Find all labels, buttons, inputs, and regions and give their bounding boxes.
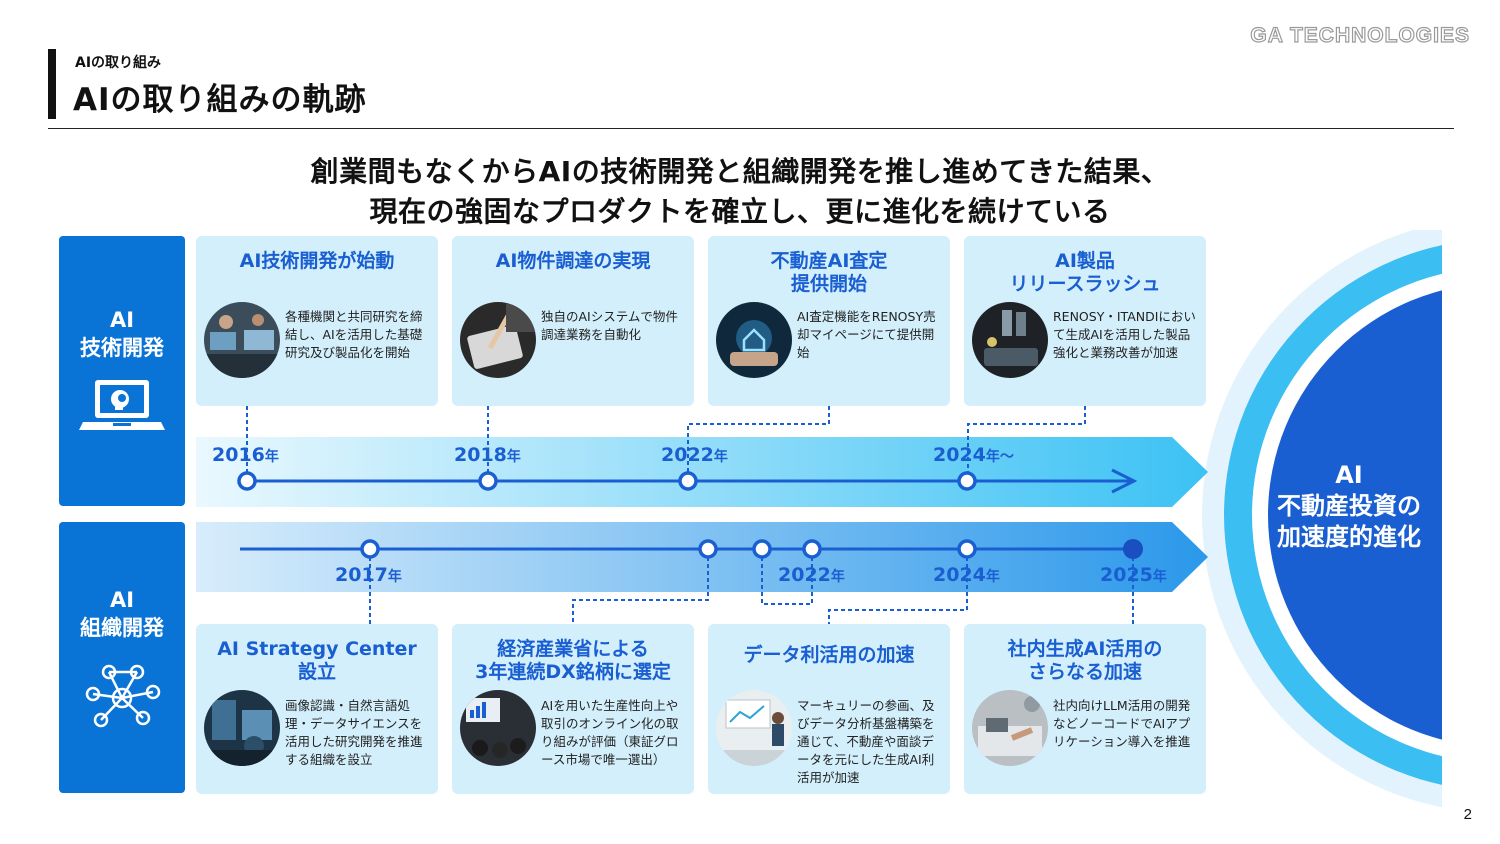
tech-milestones: [237, 471, 977, 491]
laptop-ai-icon: [79, 380, 165, 430]
tech-card-2024: AI製品リリースラッシュ RENOSY・ITANDIにおいて生成AIを活用した製…: [964, 236, 1206, 406]
card-desc: RENOSY・ITANDIにおいて生成AIを活用した製品強化と業務改善が加速: [1053, 309, 1196, 360]
tech-label-2: 技術開発: [80, 336, 164, 360]
card-title: AI物件調達の実現: [495, 250, 651, 272]
org-connectors: [369, 557, 1134, 624]
card-desc: 社内向けLLM活用の開発などノーコードでAIアプリケーション導入を推進: [1053, 698, 1191, 749]
network-icon: [85, 664, 161, 728]
tech-timeline-arrow: [196, 437, 1208, 507]
org-year-2024: 2024年: [933, 564, 1000, 586]
tech-year-2016: 2016年: [212, 444, 279, 466]
card-title: 社内生成AI活用のさらなる加速: [1007, 638, 1163, 683]
org-milestones: [360, 539, 977, 559]
tech-year-2022: 2022年: [661, 444, 728, 466]
header-divider: [48, 128, 1454, 129]
card-desc: 各種機関と共同研究を締結し、AIを活用した基礎研究及び製品化を開始: [285, 309, 423, 360]
goal-circle: [1202, 230, 1442, 808]
headline-line-1: 創業間もなくからAIの技術開発と組織開発を推し進めてきた結果、: [310, 155, 1170, 188]
card-desc: 独自のAIシステムで物件調達業務を自動化: [541, 309, 678, 342]
meeting-photo: [972, 690, 1048, 766]
card-desc: AIを用いた生産性向上や取引のオンライン化の取り組みが評価（東証グロース市場で唯…: [541, 698, 679, 767]
org-timeline-arrow: [196, 522, 1208, 592]
tech-label-1: AI: [109, 308, 135, 332]
company-logo: GA TECHNOLOGIES: [1250, 23, 1470, 47]
card-title: 不動産AI査定提供開始: [770, 250, 888, 295]
org-milestone-final: [1123, 539, 1143, 559]
headline: 創業間もなくからAIの技術開発と組織開発を推し進めてきた結果、 現在の強固なプロ…: [0, 152, 1480, 232]
tech-year-2024: 2024年〜: [933, 444, 1014, 466]
org-card-genai: 社内生成AI活用のさらなる加速 社内向けLLM活用の開発などノーコードでAIアプ…: [964, 624, 1206, 794]
goal-label: AI 不動産投資の 加速度的進化: [1277, 461, 1421, 551]
tech-year-2018: 2018年: [454, 444, 521, 466]
tech-card-2016: AI技術開発が始動 各種機関と共同研究を締結し、AIを活用した基礎研究及び製品化…: [196, 236, 438, 406]
card-title: データ利活用の加速: [743, 644, 915, 666]
tech-card-2022: 不動産AI査定提供開始 AI査定機能をRENOSY売却マイページにて提供開始: [708, 236, 950, 406]
header-accent-bar: [48, 49, 56, 119]
lab-equipment-photo: [204, 690, 280, 766]
data-presentation-photo: [716, 690, 792, 766]
card-desc: マーキュリーの参画、及びデータ分析基盤構築を通じて、不動産や面談データを元にした…: [797, 698, 935, 785]
page-number: 2: [1463, 806, 1472, 823]
tech-card-2018: AI物件調達の実現 独自のAIシステムで物件調達業務を自動化: [452, 236, 694, 406]
ai-tablet-photo: [972, 302, 1048, 378]
tablet-stylus-photo: [460, 302, 536, 378]
org-label-2: 組織開発: [80, 616, 164, 640]
headline-line-2: 現在の強固なプロダクトを確立し、更に進化を続けている: [369, 195, 1111, 228]
card-desc: AI査定機能をRENOSY売却マイページにて提供開始: [797, 309, 936, 360]
card-title: AI技術開発が始動: [239, 250, 395, 272]
org-card-data: データ利活用の加速 マーキュリーの参画、及びデータ分析基盤構築を通じて、不動産や…: [708, 624, 950, 794]
card-title: AI製品リリースラッシュ: [1009, 250, 1161, 295]
smart-home-photo: [716, 302, 792, 378]
tech-connectors: [246, 406, 1086, 473]
card-desc: 画像認識・自然言語処理・データサイエンスを活用した研究開発を推進する組織を設立: [285, 698, 423, 767]
org-dev-label-box: AI 組織開発: [59, 522, 185, 793]
page-title: AIの取り組みの軌跡: [73, 82, 367, 118]
org-year-2022: 2022年: [778, 564, 845, 586]
tech-dev-label-box: AI 技術開発: [59, 236, 185, 506]
org-year-2025: 2025年: [1100, 564, 1167, 586]
org-label-1: AI: [109, 588, 135, 612]
section-label: AIの取り組み: [75, 55, 162, 71]
org-year-2017: 2017年: [335, 564, 402, 586]
research-team-photo: [204, 302, 280, 378]
conference-photo: [460, 690, 536, 766]
